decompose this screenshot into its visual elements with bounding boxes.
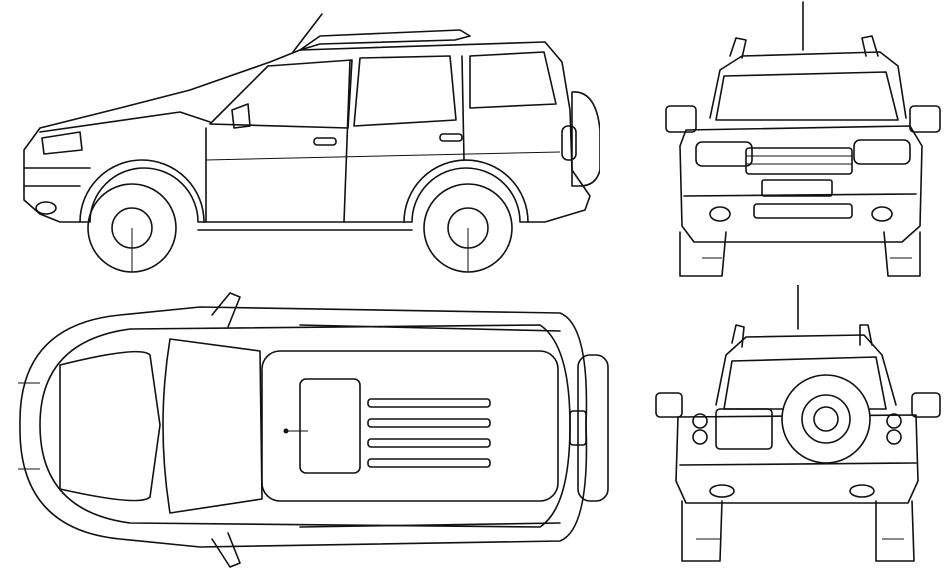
rear-view xyxy=(650,285,946,583)
side-view-outline xyxy=(23,13,600,273)
top-view-outline xyxy=(18,292,609,568)
side-view xyxy=(0,0,600,285)
front-view xyxy=(650,0,946,285)
front-view-outline xyxy=(665,1,941,277)
rear-view-outline xyxy=(655,285,941,562)
top-view xyxy=(0,285,620,583)
